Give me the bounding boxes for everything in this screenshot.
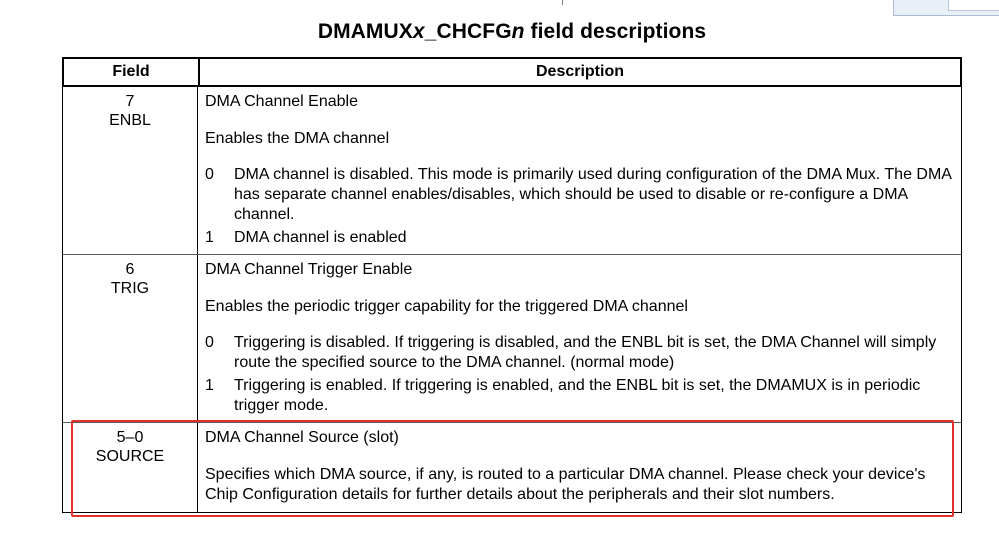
field-name: TRIG [110,280,150,297]
value-text: DMA channel is disabled. This mode is pr… [234,166,952,223]
value-text: Triggering is enabled. If triggering is … [234,377,921,414]
description-cell: DMA Channel Trigger Enable Enables the p… [205,255,955,416]
value-item: 1 Triggering is enabled. If triggering i… [205,376,955,416]
description-summary: DMA Channel Trigger Enable [205,261,413,278]
value-item: 0 DMA channel is disabled. This mode is … [205,165,955,225]
value-key: 1 [205,229,214,246]
field-bits: 6 [125,261,135,278]
red-highlight-annotation [71,420,954,517]
header-description: Description [535,63,624,80]
value-item: 1 DMA channel is enabled [205,228,955,248]
field-bits: 7 [125,93,135,110]
field-descriptions-table: Field Description 7 ENBL DMA Channel Ena… [62,57,963,513]
table-row-enbl: 7 ENBL DMA Channel Enable Enables the DM… [62,87,962,255]
description-detail: Enables the DMA channel [205,130,390,147]
table-header-row: Field Description [62,57,962,87]
field-name: SOURCE [95,448,165,465]
description-cell: DMA Channel Enable Enables the DMA chann… [205,87,955,248]
value-text: DMA channel is enabled [234,229,407,246]
field-bits: 5–0 [116,429,144,446]
value-key: 0 [205,334,214,351]
description-summary: DMA Channel Enable [205,93,358,110]
value-item: 0 Triggering is disabled. If triggering … [205,333,955,373]
table-row-trig: 6 TRIG DMA Channel Trigger Enable Enable… [62,255,962,423]
description-detail: Enables the periodic trigger capability … [205,298,688,315]
title-suffix: field descriptions [524,20,707,43]
page-title: DMAMUXx_CHCFGn field descriptions [0,20,999,44]
title-n-italic: n [511,20,525,43]
table-row-source: 5–0 SOURCE DMA Channel Source (slot) Spe… [62,423,962,513]
field-name: ENBL [109,112,151,129]
title-x-italic: x [412,20,425,43]
header-field: Field [64,59,200,85]
field-cell: 6 TRIG [63,255,198,422]
value-key: 1 [205,377,214,394]
field-cell: 5–0 SOURCE [63,423,198,512]
field-cell: 7 ENBL [63,87,198,254]
title-prefix: DMAMUX [317,20,413,43]
corner-window-control [893,0,999,16]
description-summary: DMA Channel Source (slot) [205,429,399,446]
description-cell: DMA Channel Source (slot) Specifies whic… [205,423,955,505]
value-text: Triggering is disabled. If triggering is… [234,334,937,371]
value-list: 0 DMA channel is disabled. This mode is … [205,165,955,248]
ruler-tick [562,0,563,5]
corner-window-control-inner [948,0,999,11]
value-list: 0 Triggering is disabled. If triggering … [205,333,955,416]
title-mid: _CHCFG [424,20,512,43]
value-key: 0 [205,166,214,183]
description-detail: Specifies which DMA source, if any, is r… [205,466,926,503]
